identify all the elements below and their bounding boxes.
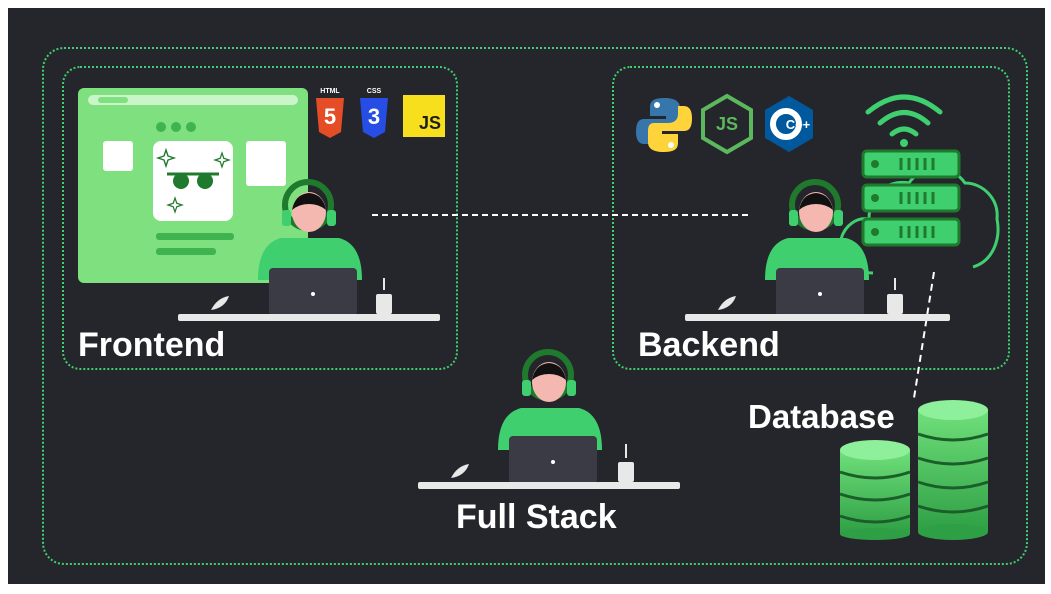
diagram-canvas: HTML 5 CSS 3 JS JS C++ [8,8,1045,584]
full-stack-label: Full Stack [456,498,617,536]
fullstack-developer-icon [418,349,680,489]
cpp-label: C++ [785,116,811,132]
html5-number: 5 [323,104,337,129]
html5-icon: HTML 5 [314,88,346,138]
frontend-developer-icon [178,179,440,321]
sparkle-icon [213,151,231,169]
sparkle-icon [166,196,184,214]
nodejs-label: JS [715,113,739,134]
frontend-label: Frontend [78,326,226,364]
css3-number: 3 [367,104,381,129]
sparkle-icon [155,147,177,169]
frontend-backend-connector [372,214,748,216]
html5-caption: HTML [320,88,340,95]
backend-developer-icon [685,179,950,321]
browser-mockup-icon [78,88,308,283]
database-icon [839,400,989,540]
frontend-panel [62,66,458,370]
js-label: JS [418,113,441,133]
python-icon [636,98,692,152]
full-stack-frame [42,47,1028,565]
css3-caption: CSS [366,88,382,95]
database-label: Database [748,398,895,435]
backend-panel [612,66,1010,370]
backend-label: Backend [638,326,780,364]
nodejs-icon: JS [700,93,754,155]
js-icon: JS [403,95,445,137]
sunglasses-icon [167,172,219,189]
css3-icon: CSS 3 [358,88,390,138]
cpp-icon: C++ [762,94,816,154]
wifi-icon [865,94,943,147]
server-database-connector [913,271,935,399]
